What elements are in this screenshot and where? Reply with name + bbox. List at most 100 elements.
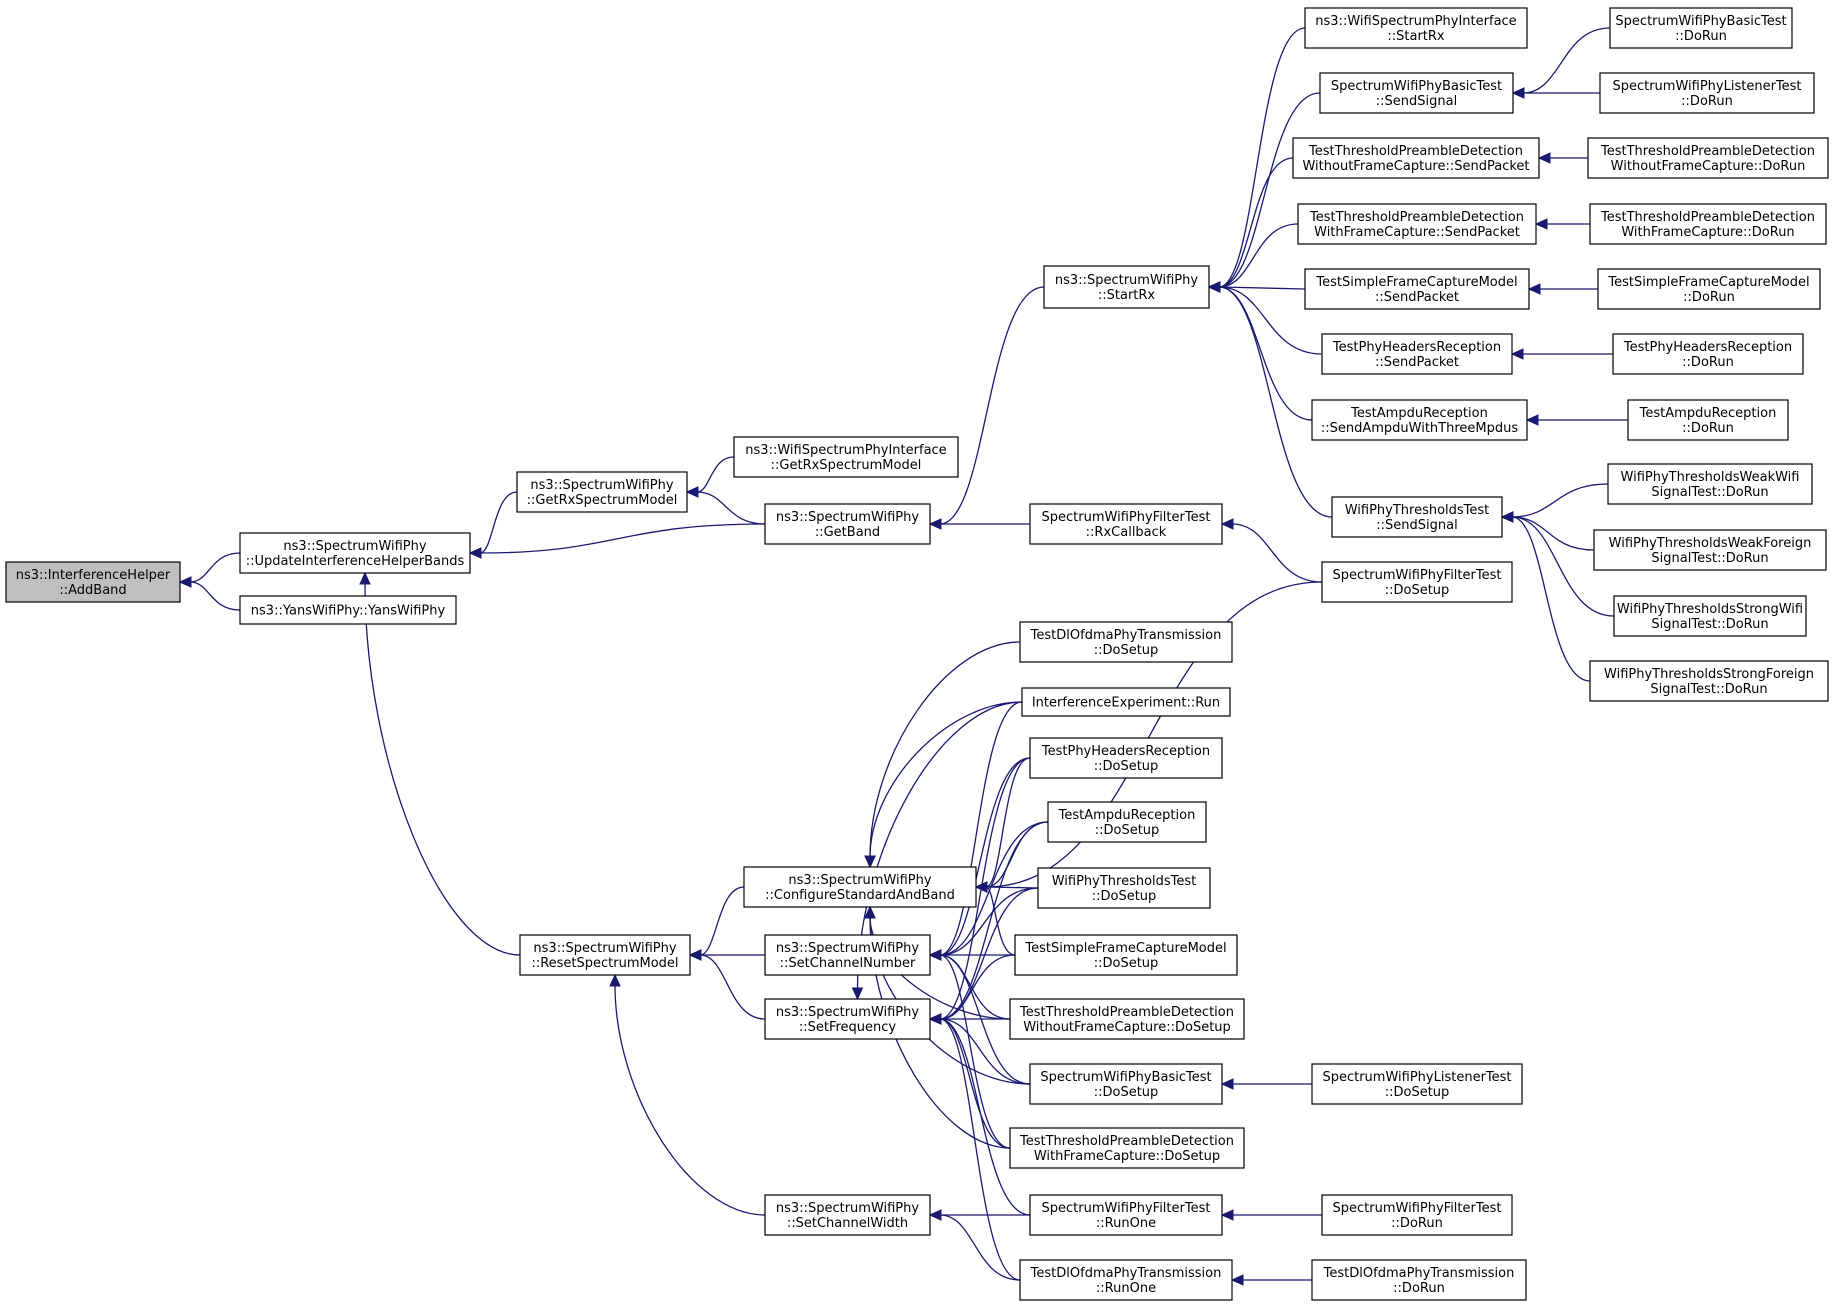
node-label-line: TestThresholdPreambleDetection	[1309, 210, 1524, 225]
edge-n16-to-n7	[1218, 286, 1333, 518]
edge-n4-to-n1	[364, 582, 521, 956]
node-label-line: ::DoSetup	[1094, 643, 1159, 658]
edge-n36-to-n31	[939, 821, 1049, 1020]
arrowhead	[685, 486, 699, 498]
node-wifiphythresholdstest-sendsignal[interactable]: WifiPhyThresholdsTest::SendSignal	[1331, 496, 1503, 538]
node-box	[1321, 561, 1513, 603]
node-label-line: WifiPhyThresholdsWeakWifi	[1621, 470, 1800, 485]
node-label-line: ::DoSetup	[1094, 759, 1159, 774]
node-label-line: WithFrameCapture::DoRun	[1621, 225, 1794, 240]
node-box	[1304, 7, 1528, 49]
node-testthresholdpreambledetectionwithframecapture-dorun[interactable]: TestThresholdPreambleDetectionWithFrameC…	[1589, 203, 1827, 245]
node-box	[1019, 1259, 1233, 1301]
node-box	[1331, 496, 1503, 538]
node-ns3-spectrumwifiphy-startrx[interactable]: ns3::SpectrumWifiPhy::StartRx	[1043, 265, 1210, 309]
node-testdlofdmaphytransmission-dorun[interactable]: TestDlOfdmaPhyTransmission::DoRun	[1311, 1259, 1527, 1301]
node-label-line: ::GetRxSpectrumModel	[527, 493, 678, 508]
node-testthresholdpreambledetectionwithframecapture-sendpacket[interactable]: TestThresholdPreambleDetectionWithFrameC…	[1297, 203, 1537, 245]
node-testphyheadersreception-dosetup[interactable]: TestPhyHeadersReception::DoSetup	[1029, 737, 1223, 779]
node-label-line: WithoutFrameCapture::DoSetup	[1023, 1020, 1231, 1035]
arrowhead	[1527, 283, 1541, 295]
node-spectrumwifiphyfiltertest-dorun[interactable]: SpectrumWifiPhyFilterTest::DoRun	[1321, 1194, 1513, 1236]
node-label-line: WithoutFrameCapture::SendPacket	[1302, 159, 1529, 174]
node-box	[1599, 72, 1815, 114]
node-label-line: SignalTest::DoRun	[1651, 617, 1768, 632]
node-testsimpleframecapturemodel-dosetup[interactable]: TestSimpleFrameCaptureModel::DoSetup	[1014, 934, 1238, 976]
node-box	[743, 866, 977, 908]
node-box	[1587, 137, 1829, 179]
node-label-line: SpectrumWifiPhyBasicTest	[1331, 79, 1502, 94]
node-ns3-spectrumwifiphy-getrxspectrummodel[interactable]: ns3::SpectrumWifiPhy::GetRxSpectrumModel	[516, 471, 688, 513]
arrowhead	[1220, 1078, 1234, 1090]
node-box	[1607, 463, 1813, 505]
edge-n37-to-n29	[985, 886, 1039, 889]
node-ns3-yanswifiphy-yanswifiphy[interactable]: ns3::YansWifiPhy::YansWifiPhy	[239, 595, 457, 625]
node-spectrumwifiphyfiltertest-dosetup[interactable]: SpectrumWifiPhyFilterTest::DoSetup	[1321, 561, 1513, 603]
arrowhead	[359, 571, 371, 585]
node-label-line: WithFrameCapture::SendPacket	[1314, 225, 1520, 240]
node-box	[1021, 687, 1231, 717]
node-box	[1014, 934, 1238, 976]
node-testthresholdpreambledetectionwithoutframecapture-dorun[interactable]: TestThresholdPreambleDetectionWithoutFra…	[1587, 137, 1829, 179]
node-box	[1593, 529, 1827, 571]
node-ns3-spectrumwifiphy-setchannelnumber[interactable]: ns3::SpectrumWifiPhy::SetChannelNumber	[764, 934, 931, 976]
arrowhead	[1230, 1274, 1244, 1286]
node-label-line: ns3::SpectrumWifiPhy	[776, 1005, 919, 1020]
node-box	[1043, 265, 1210, 309]
edge-n1-to-n0	[189, 552, 241, 583]
node-testampdureception-dosetup[interactable]: TestAmpduReception::DoSetup	[1047, 801, 1207, 843]
node-label-line: TestDlOfdmaPhyTransmission	[1030, 1266, 1222, 1281]
node-testsimpleframecapturemodel-dorun[interactable]: TestSimpleFrameCaptureModel::DoRun	[1597, 268, 1821, 310]
node-testampdureception-sendampduwiththreempdus[interactable]: TestAmpduReception::SendAmpduWithThreeMp…	[1311, 399, 1528, 441]
node-box	[1029, 1063, 1223, 1105]
node-ns3-spectrumwifiphy-configurestandardandband[interactable]: ns3::SpectrumWifiPhy::ConfigureStandardA…	[743, 866, 977, 908]
node-testdlofdmaphytransmission-dosetup[interactable]: TestDlOfdmaPhyTransmission::DoSetup	[1019, 621, 1233, 663]
node-ns3-spectrumwifiphy-getband[interactable]: ns3::SpectrumWifiPhy::GetBand	[764, 503, 931, 545]
node-testthresholdpreambledetectionwithframecapture-dosetup[interactable]: TestThresholdPreambleDetectionWithFrameC…	[1009, 1127, 1245, 1169]
node-ns3-spectrumwifiphy-setfrequency[interactable]: ns3::SpectrumWifiPhy::SetFrequency	[764, 998, 931, 1040]
node-spectrumwifiphybasictest-dorun[interactable]: SpectrumWifiPhyBasicTest::DoRun	[1609, 7, 1793, 49]
node-label-line: ::StartRx	[1387, 29, 1445, 44]
node-testphyheadersreception-sendpacket[interactable]: TestPhyHeadersReception::SendPacket	[1321, 333, 1513, 375]
node-spectrumwifiphylistenertest-dosetup[interactable]: SpectrumWifiPhyListenerTest::DoSetup	[1311, 1063, 1523, 1105]
node-wifiphythresholdsstrongwifisignaltest-dorun[interactable]: WifiPhyThresholdsStrongWifiSignalTest::D…	[1613, 595, 1807, 637]
node-testsimpleframecapturemodel-sendpacket[interactable]: TestSimpleFrameCaptureModel::SendPacket	[1304, 268, 1530, 310]
node-label-line: ::DoRun	[1675, 29, 1727, 44]
node-ns3-spectrumwifiphy-setchannelwidth[interactable]: ns3::SpectrumWifiPhy::SetChannelWidth	[764, 1194, 931, 1236]
arrowhead	[864, 905, 876, 919]
node-label-line: TestPhyHeadersReception	[1623, 340, 1792, 355]
node-wifiphythresholdsstrongforeignsignaltest-dorun[interactable]: WifiPhyThresholdsStrongForeignSignalTest…	[1589, 660, 1829, 702]
node-label-line: ::SetFrequency	[799, 1020, 897, 1035]
node-ns3-spectrumwifiphy-updateinterferencehelperbands[interactable]: ns3::SpectrumWifiPhy::UpdateInterference…	[239, 532, 471, 574]
node-wifiphythresholdsweakwifisignaltest-dorun[interactable]: WifiPhyThresholdsWeakWifiSignalTest::DoR…	[1607, 463, 1813, 505]
node-testphyheadersreception-dorun[interactable]: TestPhyHeadersReception::DoRun	[1612, 333, 1804, 375]
node-label-line: WithFrameCapture::DoSetup	[1034, 1149, 1220, 1164]
edge-n12-to-n7	[1218, 223, 1299, 288]
node-wifiphythresholdsweakforeignsignaltest-dorun[interactable]: WifiPhyThresholdsWeakForeignSignalTest::…	[1593, 529, 1827, 571]
node-testampdureception-dorun[interactable]: TestAmpduReception::DoRun	[1627, 399, 1789, 441]
node-label-line: WifiPhyThresholdsTest	[1052, 874, 1197, 889]
node-ns3-spectrumwifiphy-resetspectrummodel[interactable]: ns3::SpectrumWifiPhy::ResetSpectrumModel	[519, 934, 691, 976]
node-interferenceexperiment-run[interactable]: InterferenceExperiment::Run	[1021, 687, 1231, 717]
node-testthresholdpreambledetectionwithoutframecapture-dosetup[interactable]: TestThresholdPreambleDetectionWithoutFra…	[1009, 998, 1245, 1040]
node-ns3-interferencehelper-addband[interactable]: ns3::InterferenceHelper::AddBand	[5, 561, 181, 603]
node-label-line: ns3::InterferenceHelper	[16, 568, 171, 583]
edge-n11-to-n7	[1218, 157, 1294, 288]
node-label-line: TestPhyHeadersReception	[1041, 744, 1210, 759]
node-spectrumwifiphyfiltertest-runone[interactable]: SpectrumWifiPhyFilterTest::RunOne	[1029, 1194, 1223, 1236]
edge-n34-to-n31	[856, 701, 1023, 990]
node-testthresholdpreambledetectionwithoutframecapture-sendpacket[interactable]: TestThresholdPreambleDetectionWithoutFra…	[1292, 137, 1540, 179]
node-box	[1597, 268, 1821, 310]
node-spectrumwifiphybasictest-dosetup[interactable]: SpectrumWifiPhyBasicTest::DoSetup	[1029, 1063, 1223, 1105]
node-testdlofdmaphytransmission-runone[interactable]: TestDlOfdmaPhyTransmission::RunOne	[1019, 1259, 1233, 1301]
node-label-line: ::RunOne	[1096, 1216, 1156, 1231]
node-spectrumwifiphylistenertest-dorun[interactable]: SpectrumWifiPhyListenerTest::DoRun	[1599, 72, 1815, 114]
node-label-line: ::DoRun	[1391, 1216, 1443, 1231]
node-spectrumwifiphyfiltertest-rxcallback[interactable]: SpectrumWifiPhyFilterTest::RxCallback	[1029, 503, 1223, 545]
node-spectrumwifiphybasictest-sendsignal[interactable]: SpectrumWifiPhyBasicTest::SendSignal	[1319, 72, 1514, 114]
node-ns3-wifispectrumphyinterface-startrx[interactable]: ns3::WifiSpectrumPhyInterface::StartRx	[1304, 7, 1528, 49]
edge-n43-to-n31	[939, 1018, 1021, 1281]
node-ns3-wifispectrumphyinterface-getrxspectrummodel[interactable]: ns3::WifiSpectrumPhyInterface::GetRxSpec…	[733, 436, 959, 478]
node-wifiphythresholdstest-dosetup[interactable]: WifiPhyThresholdsTest::DoSetup	[1037, 867, 1211, 909]
edge-n6-to-n3	[696, 491, 766, 525]
